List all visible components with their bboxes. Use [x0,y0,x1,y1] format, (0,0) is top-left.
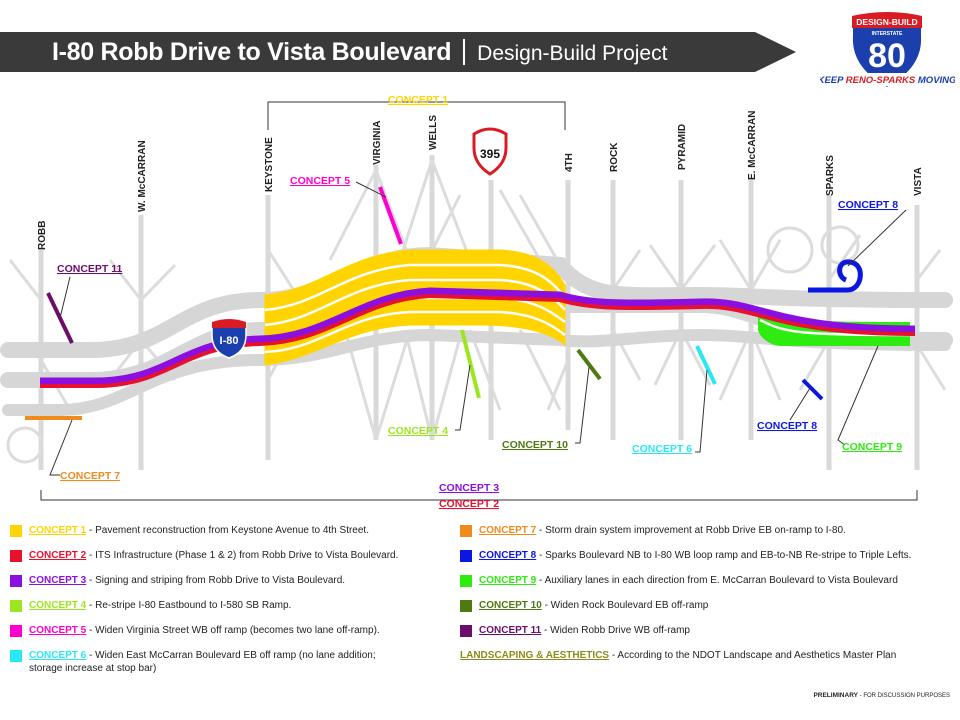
street-label-keystone: KEYSTONE [264,137,275,192]
swatch-concept10 [460,600,472,612]
concept5-ramp [378,186,403,245]
concept1-bracket [267,101,566,130]
swatch-concept2 [10,550,22,562]
page-title: I-80 Robb Drive to Vista Boulevard [52,38,452,66]
legend-item-landscaping: LANDSCAPING & AESTHETICS - According to … [460,650,897,661]
legend-item-concept8: CONCEPT 8 - Sparks Boulevard NB to I-80 … [460,549,955,562]
street-label-vista: VISTA [913,167,924,196]
svg-text:INTERSTATE: INTERSTATE [872,31,903,37]
concept2-line [40,294,916,388]
concept8-restripe [801,378,824,401]
swatch-concept11 [460,625,472,637]
page-subtitle: Design-Build Project [477,42,668,65]
svg-text:80: 80 [868,37,906,75]
swatch-concept4 [10,600,22,612]
legend-item-concept10: CONCEPT 10 - Widen Rock Boulevard EB off… [460,599,955,612]
legend-item-concept11: CONCEPT 11 - Widen Robb Drive WB off-ram… [460,624,955,637]
legend-item-concept2: CONCEPT 2 - ITS Infrastructure (Phase 1 … [10,549,450,562]
swatch-concept7 [460,525,472,537]
i80-shield-icon: I-80 [211,318,247,359]
legend-item-concept9: CONCEPT 9 - Auxiliary lanes in each dire… [460,574,955,587]
concept9-map-label: CONCEPT 9 [842,441,902,453]
swatch-concept8 [460,550,472,562]
preliminary-note: PRELIMINARY - FOR DISCUSSION PURPOSES [813,692,950,699]
concept8-loop-ramp [808,259,863,293]
concept5-map-label: CONCEPT 5 [290,175,350,187]
concept3-line [40,287,916,387]
swatch-concept1 [10,525,22,537]
concept1-map-label: CONCEPT 1 [388,94,448,106]
interchange-ramps [6,159,947,464]
street-label-4th: 4TH [564,153,575,172]
legend-item-concept5: CONCEPT 5 - Widen Virginia Street WB off… [10,624,450,637]
street-label-wells: WELLS [428,115,439,150]
concept1-pavement [264,249,567,366]
concept4-ramp [460,329,481,399]
street-label-rock: ROCK [609,142,620,172]
title-divider [463,39,466,65]
swatch-concept5 [10,625,22,637]
street-label-e-mccarran: E. McCARRAN [747,111,758,180]
legend-item-concept7: CONCEPT 7 - Storm drain system improveme… [460,524,955,537]
street-label-virginia: VIRGINIA [372,121,383,165]
svg-text:DESIGN-BUILD: DESIGN-BUILD [856,17,917,27]
legend-item-concept4: CONCEPT 4 - Re-stripe I-80 Eastbound to … [10,599,450,612]
street-label-robb: ROBB [37,221,48,250]
concept4-map-label: CONCEPT 4 [388,425,448,437]
street-label-sparks: SPARKS [825,155,836,196]
svg-text:I-80: I-80 [220,335,239,347]
concept10-ramp [576,348,602,381]
concept6-ramp [695,345,717,385]
swatch-concept9 [460,575,472,587]
concept6-map-label: CONCEPT 6 [632,443,692,455]
concept2-3-bracket [40,490,918,501]
concept11-map-label: CONCEPT 11 [57,263,123,275]
street-label-w-mccarran: W. McCARRAN [137,140,148,212]
street-label-pyramid: PYRAMID [677,124,688,170]
legend-item-concept1: CONCEPT 1 - Pavement reconstruction from… [10,524,450,537]
concept8-map-label-bottom: CONCEPT 8 [757,420,817,432]
title-banner: I-80 Robb Drive to Vista Boulevard Design… [0,32,800,72]
concept2-map-label: CONCEPT 2 [439,498,499,510]
design-build-logo: DESIGN-BUILD INTERSTATE 80 KEEP RENO-SPA… [820,11,955,90]
concept3-map-label: CONCEPT 3 [439,482,499,494]
concept8-map-label-top: CONCEPT 8 [838,199,898,211]
concept-legend: CONCEPT 1 - Pavement reconstruction from… [0,520,960,690]
swatch-concept6 [10,650,22,662]
concept7-map-label: CONCEPT 7 [60,470,120,482]
project-map: CONCEPT 1 CONCEPT 3 CONCEPT 2 CONCEPT 11… [0,94,953,510]
legend-item-concept6: CONCEPT 6 - Widen East McCarran Boulevar… [10,649,450,675]
svg-text:KEEP RENO-SPARKS MOVING: KEEP RENO-SPARKS MOVING [820,75,955,86]
legend-item-concept3: CONCEPT 3 - Signing and striping from Ro… [10,574,450,587]
swatch-concept3 [10,575,22,587]
svg-text:395: 395 [480,147,500,161]
us395-shield-icon: 395 [472,127,508,176]
banner-arrow-shape [0,32,796,72]
concept10-map-label: CONCEPT 10 [502,439,568,451]
